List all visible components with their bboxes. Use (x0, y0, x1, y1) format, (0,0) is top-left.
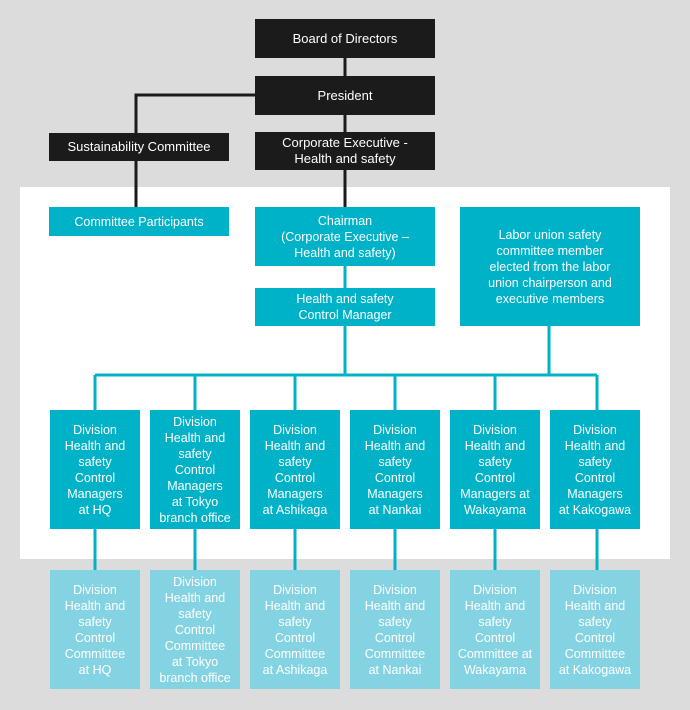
control-manager-box: Health and safety Control Manager (255, 288, 435, 326)
division-manager-ashikaga: Division Health and safety Control Manag… (250, 410, 340, 529)
division-committee-label: Division Health and safety Control Commi… (558, 582, 632, 677)
division-committee-hq: Division Health and safety Control Commi… (50, 570, 140, 689)
division-committee-tokyo: Division Health and safety Control Commi… (150, 570, 240, 689)
division-manager-label: Division Health and safety Control Manag… (460, 422, 530, 517)
committee-participants-box: Committee Participants (49, 207, 229, 236)
division-manager-label: Division Health and safety Control Manag… (159, 414, 231, 525)
division-manager-hq: Division Health and safety Control Manag… (50, 410, 140, 529)
division-manager-wakayama: Division Health and safety Control Manag… (450, 410, 540, 529)
corporate-executive-label: Corporate Executive - Health and safety (282, 135, 408, 166)
division-committee-label: Division Health and safety Control Commi… (159, 574, 231, 685)
corporate-executive-box: Corporate Executive - Health and safety (255, 132, 435, 170)
division-manager-label: Division Health and safety Control Manag… (364, 422, 426, 517)
division-manager-label: Division Health and safety Control Manag… (558, 422, 632, 517)
division-manager-tokyo: Division Health and safety Control Manag… (150, 410, 240, 529)
division-committee-label: Division Health and safety Control Commi… (364, 582, 426, 677)
chairman-box: Chairman (Corporate Executive – Health a… (255, 207, 435, 266)
division-manager-kakogawa: Division Health and safety Control Manag… (550, 410, 640, 529)
labor-union-box: Labor union safety committee member elec… (460, 207, 640, 326)
division-committee-label: Division Health and safety Control Commi… (64, 582, 126, 677)
division-committee-kakogawa: Division Health and safety Control Commi… (550, 570, 640, 689)
labor-union-label: Labor union safety committee member elec… (488, 227, 612, 306)
division-manager-label: Division Health and safety Control Manag… (262, 422, 328, 517)
division-manager-label: Division Health and safety Control Manag… (64, 422, 126, 517)
board-of-directors-label: Board of Directors (292, 30, 398, 46)
sustainability-committee-box: Sustainability Committee (49, 133, 229, 161)
division-committee-wakayama: Division Health and safety Control Commi… (450, 570, 540, 689)
division-committee-ashikaga: Division Health and safety Control Commi… (250, 570, 340, 689)
chairman-label: Chairman (Corporate Executive – Health a… (281, 213, 409, 260)
division-committee-nankai: Division Health and safety Control Commi… (350, 570, 440, 689)
president-label: President (317, 87, 373, 103)
division-committee-label: Division Health and safety Control Commi… (262, 582, 328, 677)
sustainability-committee-label: Sustainability Committee (67, 139, 211, 154)
board-of-directors-box: Board of Directors (255, 19, 435, 58)
committee-participants-label: Committee Participants (74, 214, 204, 229)
president-box: President (255, 76, 435, 115)
division-committee-label: Division Health and safety Control Commi… (457, 582, 533, 677)
division-manager-nankai: Division Health and safety Control Manag… (350, 410, 440, 529)
control-manager-label: Health and safety Control Manager (296, 292, 394, 322)
